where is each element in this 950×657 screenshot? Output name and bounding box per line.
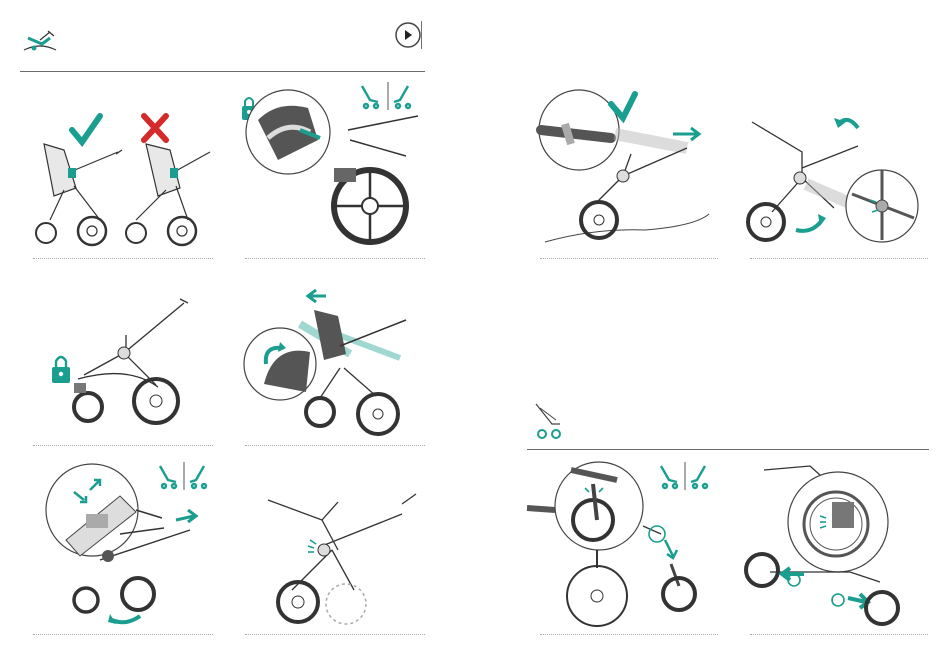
play-button-icon[interactable] [394,21,422,49]
arrow-right-icon [673,128,699,140]
caption-line [245,258,425,259]
arrow-left-icon [308,290,326,302]
step-lock-rear-wheel [238,80,428,260]
arrow-down-icon [665,540,677,558]
caption-line [33,445,213,446]
stroller-wheels-icon [530,400,566,442]
caption-line [245,445,425,446]
caption-line [750,634,928,635]
section-divider-right [527,449,929,450]
check-icon [72,116,100,142]
caption-line [33,258,213,259]
caption-line [540,258,718,259]
step-check-cross-comparison [20,100,220,260]
step-push-seat-forward [240,284,430,444]
caption-line [540,634,718,635]
stroller-mode-icons [362,82,410,110]
caption-line [33,634,213,635]
stroller-recline-icon [20,28,60,62]
step-handle-extend [535,88,715,248]
stroller-mode-icons [160,462,206,490]
lock-icon [52,357,70,383]
step-release-fold-latch [40,460,220,635]
click-icon [308,540,316,552]
step-attach-rear-wheels [740,462,930,632]
step-fold-lock-hinge [742,108,932,248]
caption-line [750,258,928,259]
step-remove-front-wheel [527,460,717,632]
caption-line [245,634,425,635]
cross-icon [144,116,166,140]
stroller-mode-icons [661,462,707,490]
step-folded-frame-locked [48,295,198,435]
step-unfold-frame [262,490,422,630]
section-divider-left [20,71,425,72]
